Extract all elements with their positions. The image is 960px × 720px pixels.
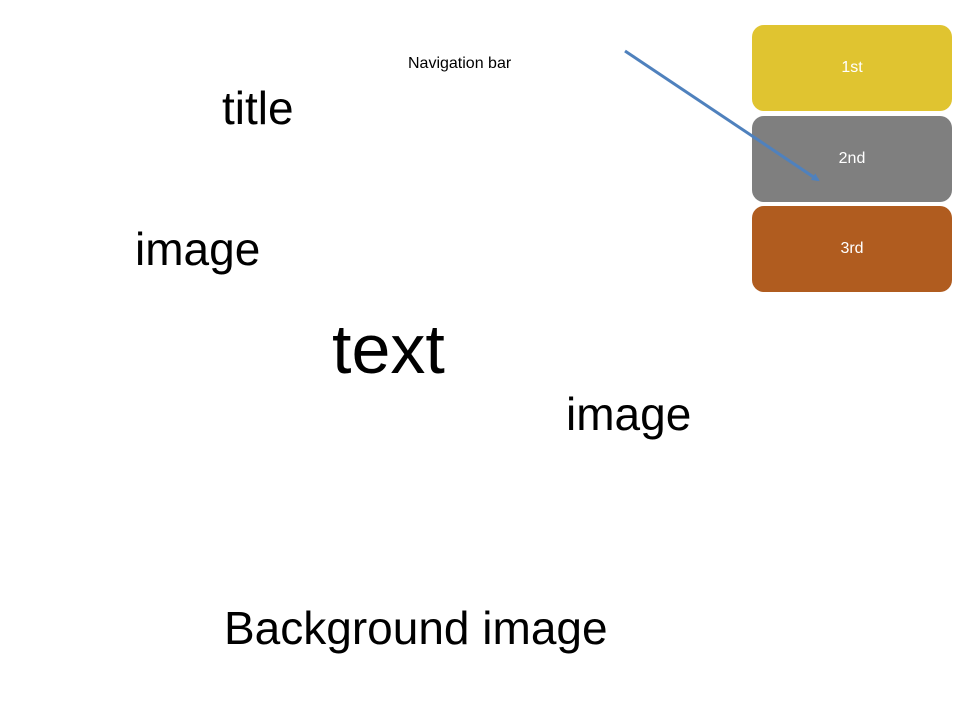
title-label: title: [222, 82, 294, 134]
background-image-label: Background image: [224, 602, 608, 654]
nav-item-label: 2nd: [838, 150, 866, 167]
nav-item-label: 1st: [841, 59, 863, 76]
image-label-1: image: [135, 223, 261, 275]
nav-item-1st[interactable]: 1st: [752, 25, 952, 111]
nav-item-3rd[interactable]: 3rd: [752, 206, 952, 292]
nav-item-2nd[interactable]: 2nd: [752, 116, 952, 202]
nav-item-label: 3rd: [840, 240, 864, 257]
image-label-2: image: [566, 388, 692, 440]
navigation-bar-label: Navigation bar: [408, 55, 512, 72]
text-label: text: [332, 310, 445, 388]
